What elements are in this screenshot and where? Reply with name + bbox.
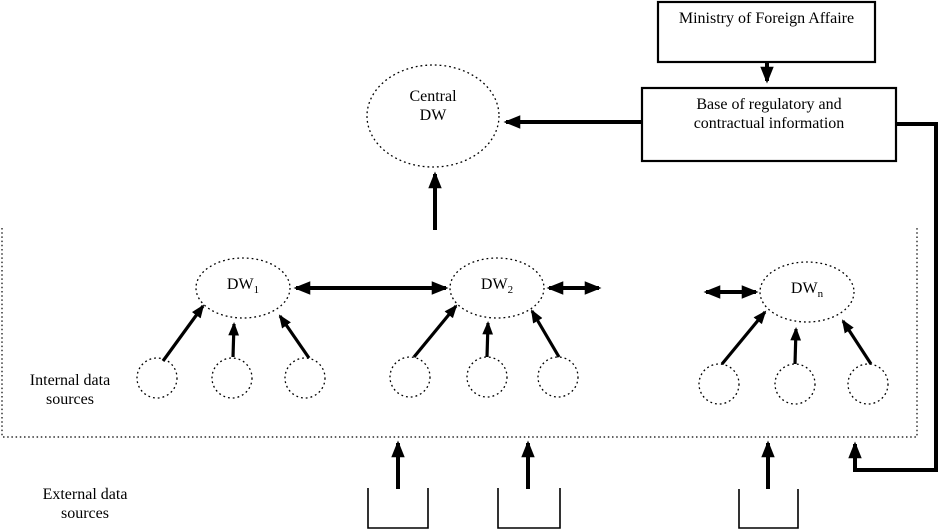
external-label-line1: External data xyxy=(42,486,128,503)
arrow-source-dw2-c xyxy=(530,309,561,358)
flow-arrows xyxy=(293,63,938,489)
source-circle xyxy=(698,363,740,405)
source-circle xyxy=(466,356,508,398)
base-box-label: Base of regulatory and contractual infor… xyxy=(642,95,896,133)
internal-label-line1: Internal data xyxy=(29,372,111,389)
arrow-source-dw1-b xyxy=(228,321,240,358)
source-circle xyxy=(211,357,253,399)
arrow-source-dw1-c xyxy=(278,314,311,359)
dw2-label-sub: 2 xyxy=(507,284,514,297)
dwn-ellipse xyxy=(759,261,855,323)
ministry-box xyxy=(656,0,877,64)
central-dw-label: Central DW xyxy=(373,87,493,125)
source-arrows xyxy=(161,304,873,366)
ministry-box-label: Ministry of Foreign Affaire xyxy=(678,10,855,27)
dw1-label: DW1 xyxy=(198,276,288,299)
external-source-boxes xyxy=(367,488,799,529)
central-dw-ellipse xyxy=(366,64,500,168)
source-circle xyxy=(284,357,326,399)
dw1-label-sub: 1 xyxy=(253,284,260,297)
dwn-label-text: DW xyxy=(790,280,818,297)
arrow-source-dwn-a xyxy=(720,310,767,366)
dw2-label: DW2 xyxy=(452,276,542,299)
arrow-source-dw2-a xyxy=(412,304,458,359)
source-circle xyxy=(847,363,889,405)
external-box xyxy=(738,489,799,529)
source-circle xyxy=(136,357,178,399)
internal-data-sources-label: Internal data sources xyxy=(5,371,135,409)
external-label-line2: sources xyxy=(61,505,109,522)
dw1-ellipse xyxy=(195,257,291,319)
dw2-label-text: DW xyxy=(480,276,508,293)
internal-sources-container xyxy=(1,228,918,438)
source-circle xyxy=(389,356,431,398)
base-box xyxy=(640,86,898,163)
dw1-label-text: DW xyxy=(226,276,254,293)
arrow-source-dw1-a xyxy=(161,304,205,362)
internal-source-circles xyxy=(136,356,889,405)
arrow-source-dwn-b xyxy=(790,326,802,365)
base-box-label-line2: contractual information xyxy=(693,115,845,132)
external-box xyxy=(497,488,561,529)
dwn-label-sub: n xyxy=(817,288,824,301)
base-box-label-line1: Base of regulatory and xyxy=(696,96,842,113)
arrow-source-dwn-c xyxy=(841,319,873,365)
central-dw-label-line1: Central xyxy=(409,88,457,105)
external-box xyxy=(367,488,429,529)
dwn-label: DWn xyxy=(762,280,852,303)
arrow-source-dw2-b xyxy=(482,320,494,358)
internal-label-line2: sources xyxy=(46,391,94,408)
external-data-sources-label: External data sources xyxy=(20,485,150,523)
arrow-base-feedback xyxy=(848,122,938,472)
source-circle xyxy=(774,363,816,405)
source-circle xyxy=(537,356,579,398)
dw2-ellipse xyxy=(449,257,545,319)
central-dw-label-line2: DW xyxy=(419,107,447,124)
